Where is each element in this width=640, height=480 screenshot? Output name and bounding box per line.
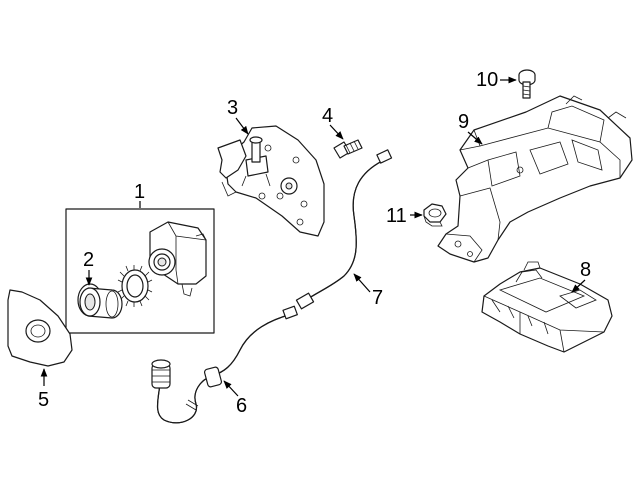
- part-7-upper-cable: [295, 149, 393, 310]
- callout-11: 11: [386, 205, 423, 227]
- callout-label-8: 8: [580, 259, 591, 281]
- callout-3: 3: [227, 97, 249, 135]
- callout-leader-4: [329, 124, 344, 140]
- part-8-control-module: [481, 261, 613, 353]
- callout-8: 8: [571, 259, 591, 293]
- part-3-bracket: [217, 125, 325, 237]
- callout-label-6: 6: [236, 395, 247, 417]
- callout-9: 9: [458, 111, 483, 145]
- part-1-group-box: [65, 208, 215, 334]
- callout-6: 6: [223, 380, 247, 417]
- callout-leader-8: [571, 279, 586, 293]
- part-2-lens-ring: [77, 283, 123, 319]
- callout-leader-7: [353, 273, 371, 293]
- part-1-camera-group: [65, 208, 215, 334]
- snap-ring: [117, 265, 153, 307]
- callout-label-11: 11: [386, 205, 407, 227]
- callout-label-9: 9: [458, 111, 469, 133]
- callout-leader-3: [235, 117, 249, 135]
- part-11-nut: [423, 203, 447, 227]
- callout-label-10: 10: [476, 69, 498, 91]
- part-9-module-bracket: [437, 95, 633, 263]
- callout-7: 7: [353, 273, 383, 309]
- callout-4: 4: [322, 105, 344, 140]
- callout-label-1: 1: [134, 181, 145, 203]
- callout-leader-6: [223, 380, 239, 397]
- callout-label-3: 3: [227, 97, 238, 119]
- callout-label-7: 7: [372, 287, 383, 309]
- callout-label-4: 4: [322, 105, 333, 127]
- callout-leader-9: [467, 131, 483, 145]
- callout-2: 2: [83, 249, 94, 286]
- part-6-lower-cable: [151, 305, 298, 424]
- callout-label-2: 2: [83, 249, 94, 271]
- callout-label-5: 5: [38, 389, 49, 411]
- callout-5: 5: [38, 368, 49, 411]
- part-4-bolt: [333, 139, 363, 159]
- callout-1: 1: [134, 181, 145, 208]
- part-10-screw: [518, 69, 536, 99]
- callout-10: 10: [476, 69, 517, 91]
- part-5-cover-plate: [7, 289, 73, 367]
